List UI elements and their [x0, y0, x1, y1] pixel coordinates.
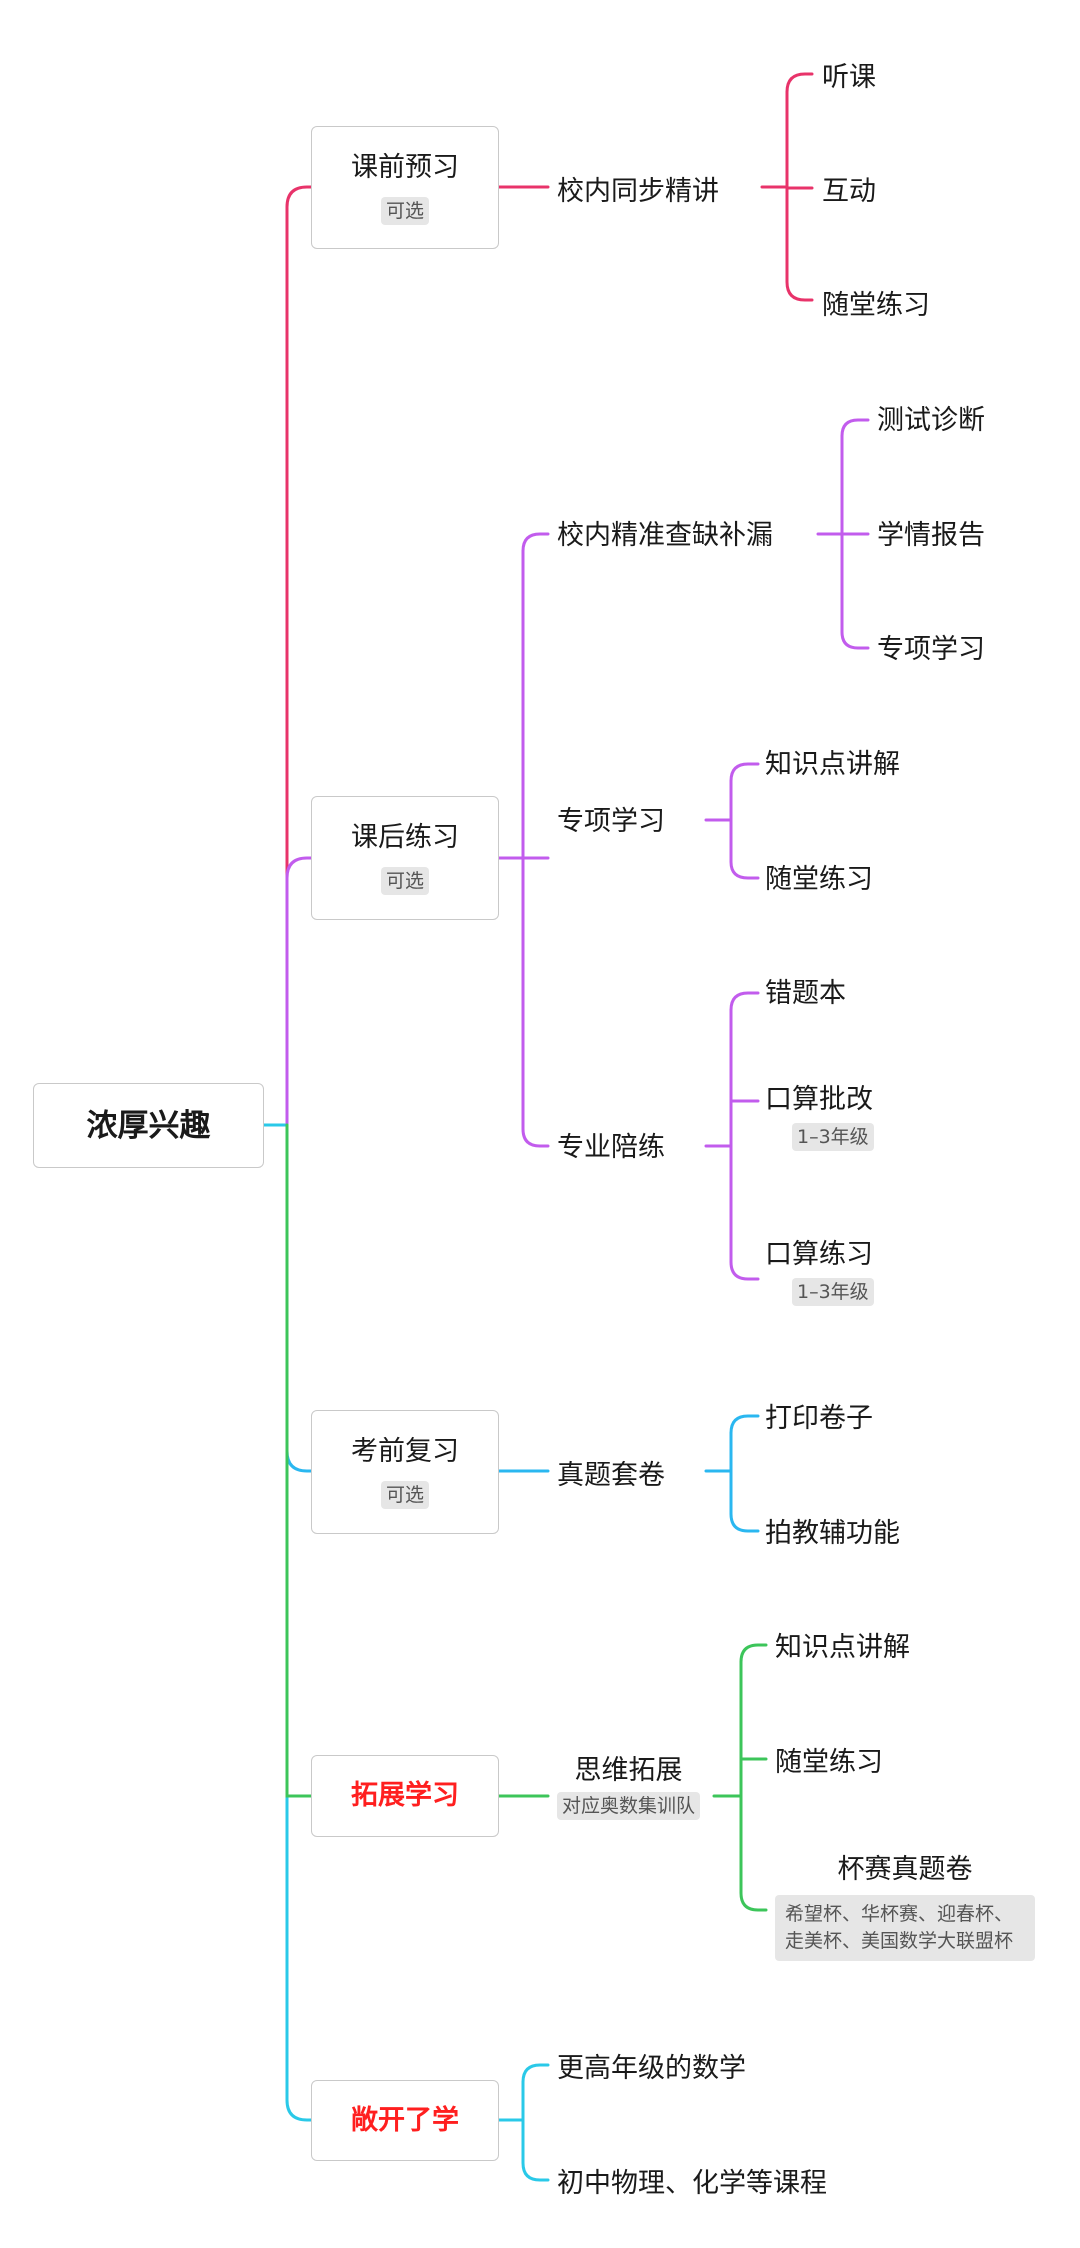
open-leaf-science: 初中物理、化学等课程 — [557, 2168, 827, 2199]
practice-connectors — [497, 418, 870, 1281]
branch-preview-node: 课前预习 可选 — [311, 126, 499, 249]
branch-review-label: 考前复习 — [351, 1436, 459, 1467]
preview-leaf-listen: 听课 — [822, 62, 876, 93]
practice-leaf-class-practice: 随堂练习 — [765, 864, 873, 895]
branch-practice-label: 课后练习 — [351, 822, 459, 853]
branch-review-node: 考前复习 可选 — [311, 1410, 499, 1534]
root-extend-connector — [285, 1123, 313, 1798]
practice-leaf-oral-practice: 口算练习 — [765, 1239, 873, 1270]
branch-preview-label: 课前预习 — [351, 151, 459, 183]
preview-connectors — [497, 72, 814, 302]
extend-sub-label: 思维拓展 — [574, 1755, 683, 1786]
branch-extend-label: 拓展学习 — [351, 1780, 459, 1811]
branch-open-node: 敞开了学 — [311, 2080, 499, 2161]
review-leaf-photo: 拍教辅功能 — [765, 1518, 900, 1549]
practice-leaf-oral-practice-group: 口算练习 1–3年级 — [765, 1238, 874, 1306]
practice-leaf-oral-correct: 口算批改 — [765, 1084, 873, 1115]
preview-leaf-interact: 互动 — [822, 176, 876, 207]
optional-tag: 可选 — [380, 1481, 429, 1509]
practice-leaf-wrongbook: 错题本 — [765, 978, 846, 1009]
root-open-connector — [262, 1123, 313, 2122]
root-practice-connector — [285, 856, 313, 1127]
extend-leaf-knowledge: 知识点讲解 — [775, 1632, 910, 1663]
root-preview-connector — [285, 185, 313, 1127]
extend-leaf-cup-group: 杯赛真题卷 希望杯、华杯赛、迎春杯、走美杯、美国数学大联盟杯 — [775, 1853, 1035, 1961]
review-sub-label: 真题套卷 — [557, 1460, 665, 1491]
extend-connectors — [497, 1643, 768, 1912]
extend-leaf-practice: 随堂练习 — [775, 1747, 883, 1778]
practice-leaf-report: 学情报告 — [877, 520, 985, 551]
preview-sub-label: 校内同步精讲 — [557, 176, 719, 207]
practice-sub2-label: 专项学习 — [557, 806, 665, 837]
cup-list-tag: 希望杯、华杯赛、迎春杯、走美杯、美国数学大联盟杯 — [775, 1895, 1035, 1961]
practice-sub1-label: 校内精准查缺补漏 — [557, 520, 773, 551]
open-connectors — [497, 2063, 550, 2182]
optional-tag: 可选 — [380, 196, 429, 225]
preview-leaf-practice: 随堂练习 — [822, 290, 930, 321]
practice-leaf-diagnosis: 测试诊断 — [877, 405, 985, 436]
branch-extend-node: 拓展学习 — [311, 1755, 499, 1837]
extend-sub-tag: 对应奥数集训队 — [557, 1792, 701, 1820]
extend-leaf-cup: 杯赛真题卷 — [837, 1854, 973, 1885]
practice-leaf-special: 专项学习 — [877, 634, 985, 665]
branch-practice-node: 课后练习 可选 — [311, 796, 499, 920]
open-leaf-math: 更高年级的数学 — [557, 2053, 746, 2084]
practice-leaf-knowledge: 知识点讲解 — [765, 749, 900, 780]
root-review-connector — [285, 1123, 313, 1473]
grade-tag: 1–3年级 — [792, 1123, 874, 1151]
grade-tag: 1–3年级 — [792, 1278, 874, 1306]
branch-open-label: 敞开了学 — [351, 2104, 459, 2136]
practice-leaf-oral-correct-group: 口算批改 1–3年级 — [765, 1083, 874, 1151]
optional-tag: 可选 — [380, 867, 429, 895]
root-label: 浓厚兴趣 — [86, 1107, 211, 1144]
root-node: 浓厚兴趣 — [33, 1083, 264, 1168]
review-leaf-print: 打印卷子 — [765, 1403, 873, 1434]
review-connectors — [497, 1414, 760, 1533]
practice-sub3-label: 专业陪练 — [557, 1132, 665, 1163]
extend-sub-group: 思维拓展 对应奥数集训队 — [557, 1754, 701, 1820]
